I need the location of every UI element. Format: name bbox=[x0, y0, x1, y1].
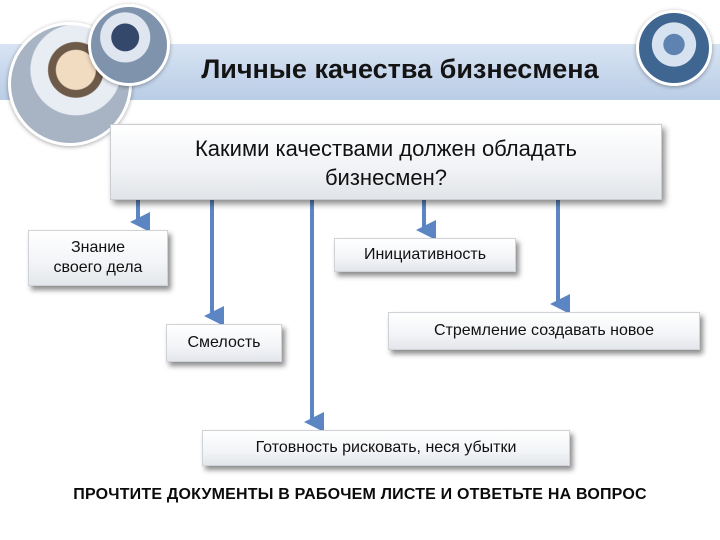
node-initiative: Инициативность bbox=[334, 238, 516, 272]
meeting-photo bbox=[88, 4, 170, 86]
question-box: Какими качествами должен обладать бизнес… bbox=[110, 124, 662, 200]
node-striving: Стремление создавать новое bbox=[388, 312, 700, 350]
node-courage: Смелость bbox=[166, 324, 282, 362]
instruction-text: ПРОЧТИТЕ ДОКУМЕНТЫ В РАБОЧЕМ ЛИСТЕ И ОТВ… bbox=[73, 486, 647, 503]
slide-title: Личные качества бизнесмена bbox=[201, 54, 599, 84]
office-photo bbox=[636, 10, 712, 86]
node-knowledge: Знание своего дела bbox=[28, 230, 168, 286]
node-readiness: Готовность рисковать, неся убытки bbox=[202, 430, 570, 466]
